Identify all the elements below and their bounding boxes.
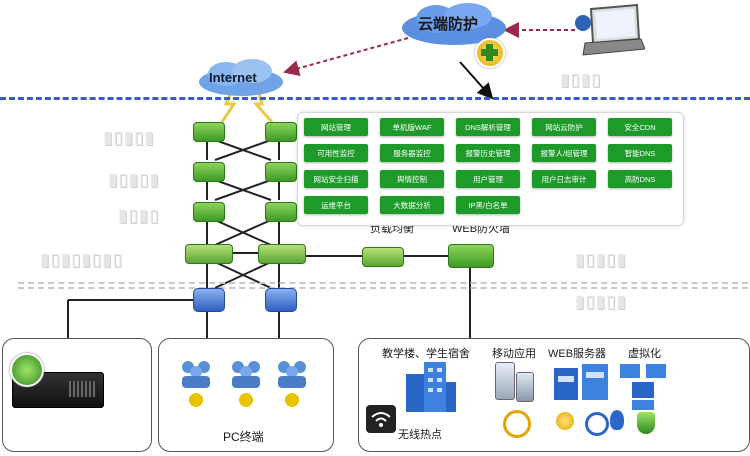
internet-cloud: Internet [196,58,286,98]
layer-label-ghost-2: ▮▯▮▯▮ [108,170,160,189]
load-balance-label: 负载均衡 [370,223,414,235]
zone-label-ghost-2: ▮▯▮▯▮ [575,250,627,269]
mobile-phone-2-icon [516,372,534,402]
cloud-protection-node: 云端防护 [398,2,510,46]
cloud-icon [402,3,506,45]
router-b [258,244,306,264]
service-website-management[interactable]: 网站管理 [304,118,368,136]
zone-label-ghost-1: ▮▯▮▯ [560,70,602,89]
pc-user-group-1-icon [178,358,214,415]
service-ops-platform[interactable]: 运维平台 [304,196,368,214]
mobile-app-label: 移动应用 [492,348,536,360]
service-dns-management[interactable]: DNS解析管理 [456,118,520,136]
pc-user-group-2-icon [228,358,264,415]
service-server-monitoring[interactable]: 服务器监控 [380,144,444,162]
switch-a2 [193,162,225,182]
green-shield-icon [637,412,655,434]
mobile-phone-icon [495,362,515,400]
service-empty-slot [532,196,596,214]
web-firewall-label: WEB防火墙 [452,223,511,235]
lock-icon [503,410,531,438]
layer-label-ghost-4: ▮▯▮▯▮▯▮▯ [40,250,123,269]
zone-divider-line-2 [18,287,748,289]
switch-a3 [193,202,225,222]
service-alarm-history[interactable]: 报警历史管理 [456,144,520,162]
services-grid: 网站管理 单机版WAF DNS解析管理 网站云防护 安全CDN 可用性监控 服务… [304,118,694,214]
service-smart-dns[interactable]: 智能DNS [608,144,672,162]
switch-b2 [265,162,297,182]
load-balancer-device [362,247,404,267]
service-ip-list[interactable]: IP黑/白名单 [456,196,520,214]
core-switch-b [265,288,297,312]
virtualization-label: 虚拟化 [628,348,661,360]
service-public-opinion[interactable]: 舆情控制 [380,170,444,188]
cloud-protection-label: 云端防护 [418,16,479,33]
zone-label-ghost-3: ▮▯▮▯▮ [575,292,627,311]
shield-blue-icon [610,410,624,430]
web-server-icon [552,362,612,402]
web-server-label: WEB服务器 [548,348,607,360]
virtualization-icon [616,360,672,412]
layer-label-ghost-3: ▮▯▮▯ [118,206,160,225]
network-boundary-line [0,97,750,100]
wifi-hotspot-label: 无线热点 [398,429,442,441]
service-user-log-audit[interactable]: 用户日志审计 [532,170,596,188]
service-alarm-contacts[interactable]: 报警人/组管理 [532,144,596,162]
zone-divider-line [18,282,748,284]
service-secure-cdn[interactable]: 安全CDN [608,118,672,136]
service-big-data[interactable]: 大数据分析 [380,196,444,214]
internet-cloud-icon [199,59,283,96]
service-user-management[interactable]: 用户管理 [456,170,520,188]
service-availability-monitoring[interactable]: 可用性监控 [304,144,368,162]
router-a [185,244,233,264]
switch-a1 [193,122,225,142]
pc-user-group-3-icon [274,358,310,415]
server-rack-icon [12,372,104,408]
laptop-user-icon [575,3,646,57]
cloud-down-arrow [459,61,494,100]
teaching-building-label: 教学楼、学生宿舍 [382,348,470,360]
switch-b1 [265,122,297,142]
service-website-scan[interactable]: 网站安全扫描 [304,170,368,188]
switch-b3 [265,202,297,222]
cloud-to-internet-arrow [283,37,409,76]
service-ddos-dns[interactable]: 高防DNS [608,170,672,188]
layer-label-ghost-1: ▮▯▮▯▮ [103,128,155,147]
browser-icon [585,412,609,436]
internet-label: Internet [209,70,257,85]
security-badge-icon [556,412,574,430]
pc-terminal-label: PC终端 [223,430,264,444]
building-icon [402,360,458,414]
service-website-cloud-protection[interactable]: 网站云防护 [532,118,596,136]
service-standalone-waf[interactable]: 单机版WAF [380,118,444,136]
refresh-icon [10,353,44,387]
web-firewall-device [448,244,494,268]
core-switch-a [193,288,225,312]
security-shield-icon [475,38,505,68]
wifi-icon [366,405,396,433]
